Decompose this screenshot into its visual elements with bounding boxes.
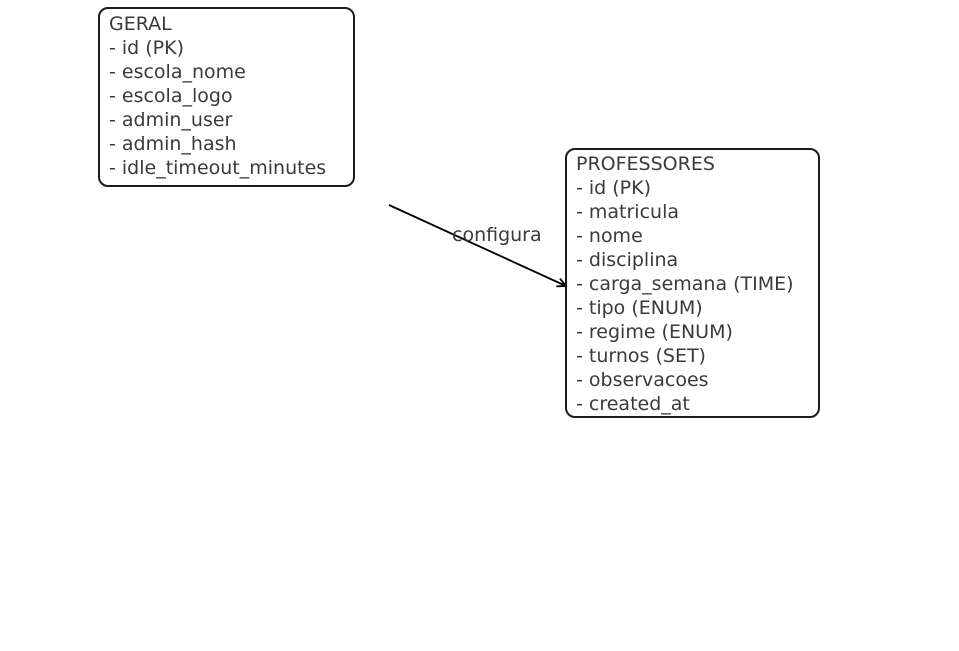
relationship-label: configura	[452, 224, 542, 246]
entity-geral-title: GERAL	[109, 13, 172, 35]
entity-professores-field: - observacoes	[576, 369, 709, 391]
entity-professores-field: - id (PK)	[576, 177, 652, 199]
entity-professores-field: - turnos (SET)	[576, 345, 706, 367]
entity-geral: GERAL - id (PK) - escola_nome - escola_l…	[98, 7, 355, 187]
entity-professores-field: - regime (ENUM)	[576, 321, 733, 343]
entity-geral-field: - admin_user	[109, 109, 233, 131]
entity-professores-field: - disciplina	[576, 249, 679, 271]
entity-professores: PROFESSORES - id (PK) - matricula - nome…	[565, 148, 820, 418]
entity-geral-field: - escola_logo	[109, 85, 233, 107]
entity-professores-field: - matricula	[576, 201, 679, 223]
entity-geral-field: - idle_timeout_minutes	[109, 157, 327, 179]
entity-geral-field: - admin_hash	[109, 133, 237, 155]
entity-professores-title: PROFESSORES	[576, 153, 715, 175]
entity-professores-field: - tipo (ENUM)	[576, 297, 703, 319]
entity-professores-field: - nome	[576, 225, 643, 247]
entity-geral-field: - escola_nome	[109, 61, 246, 83]
entity-professores-field: - carga_semana (TIME)	[576, 273, 794, 295]
entity-professores-field: - created_at	[576, 393, 690, 415]
entity-geral-field: - id (PK)	[109, 37, 185, 59]
